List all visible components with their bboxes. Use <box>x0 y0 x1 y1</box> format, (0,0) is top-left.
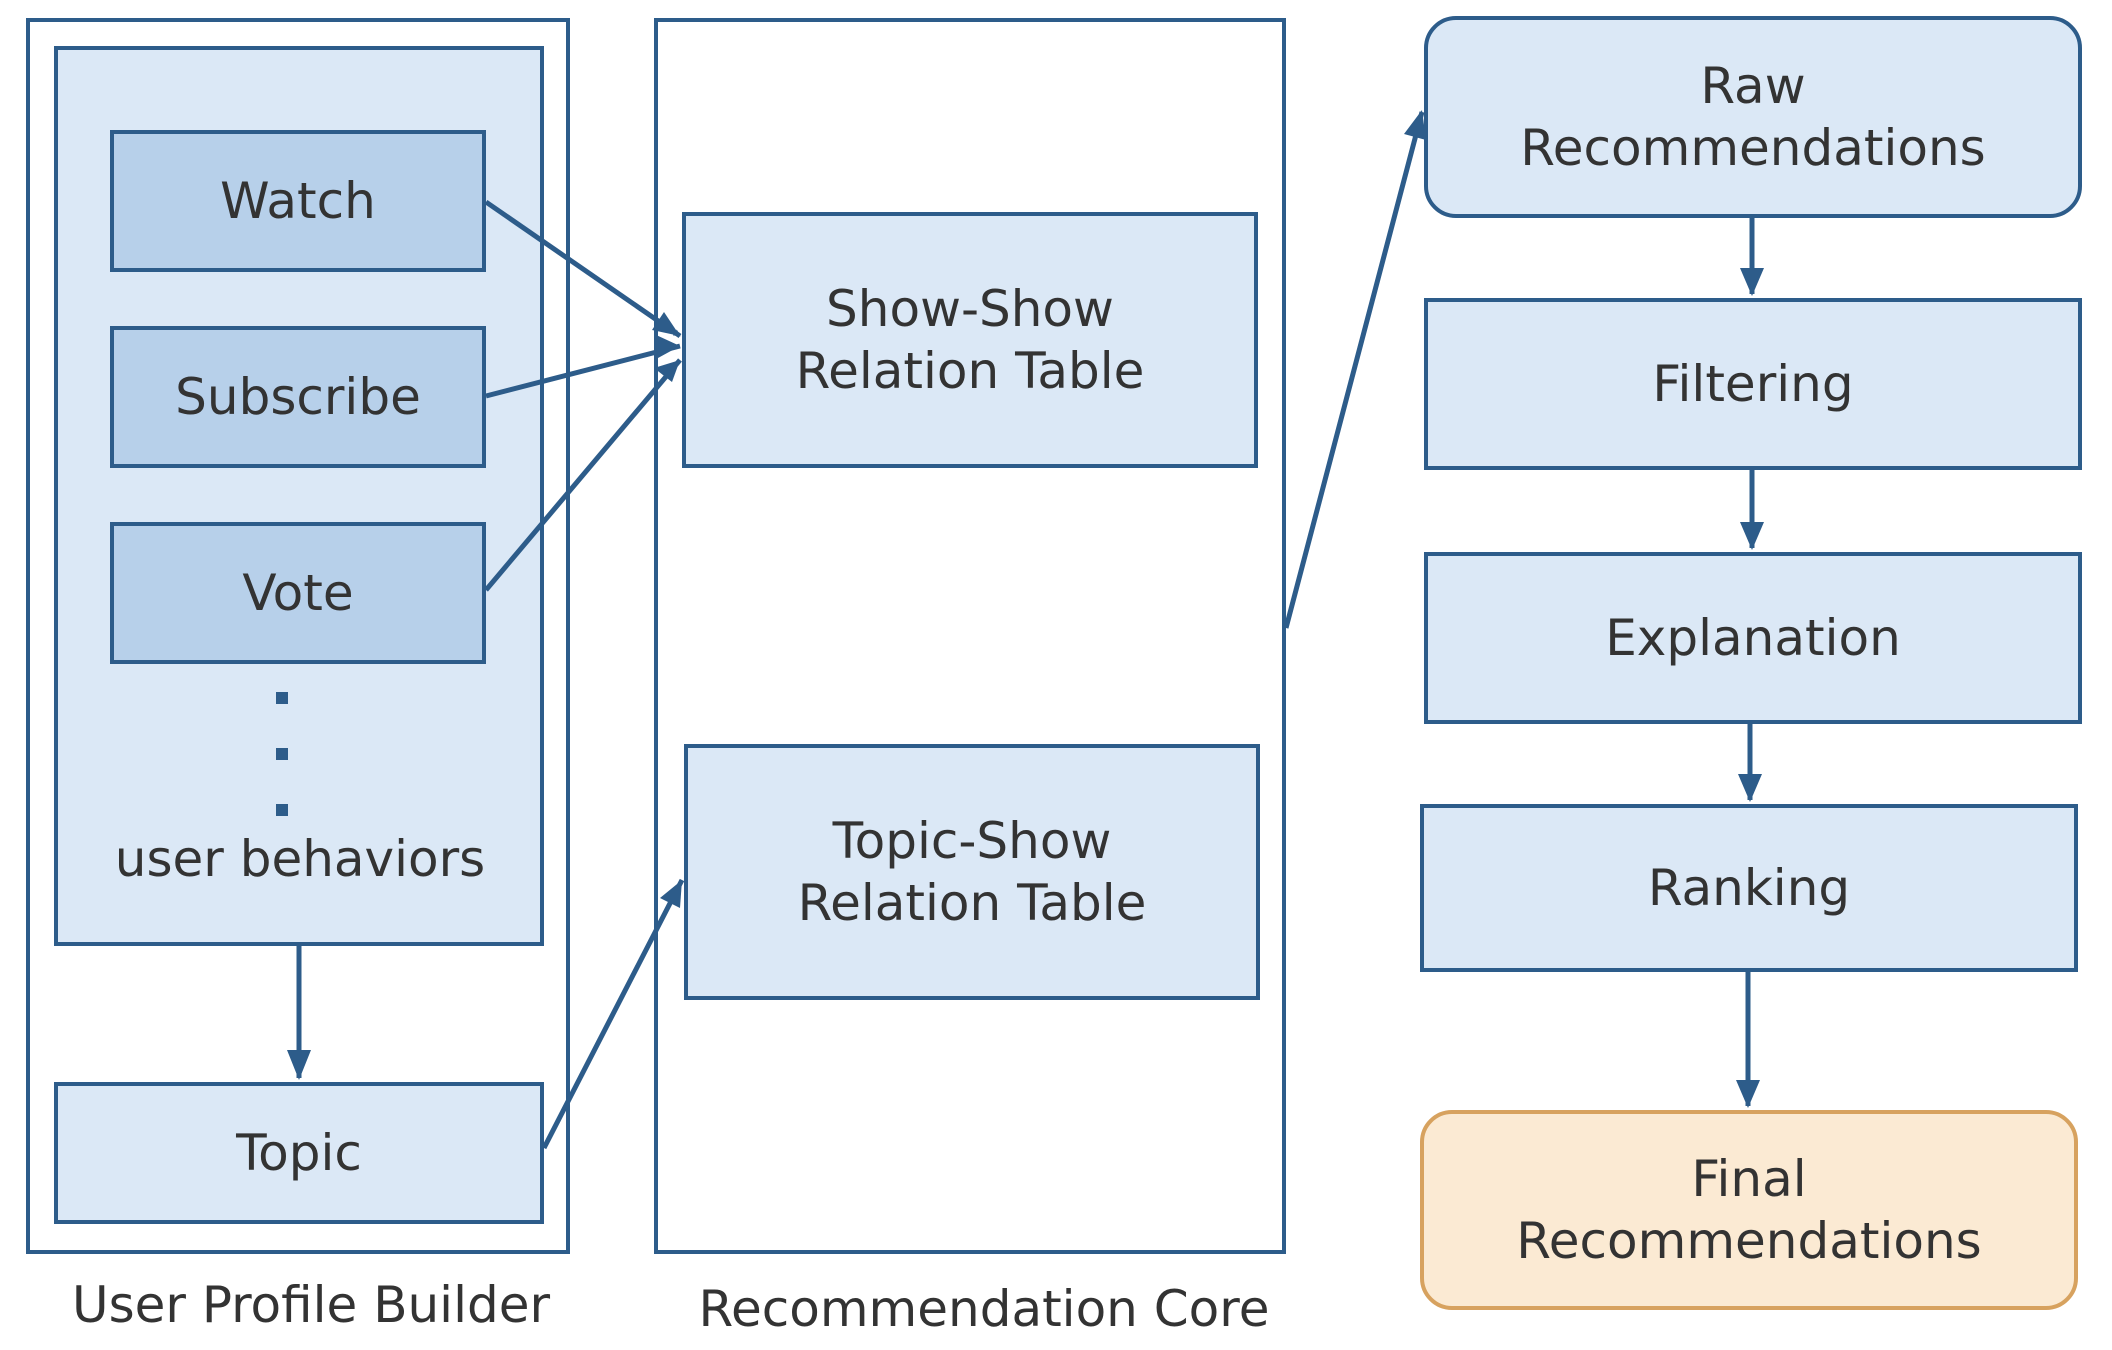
arrowhead <box>1740 268 1764 296</box>
user-profile-builder-caption: User Profile Builder <box>71 1276 551 1334</box>
arrowhead <box>1738 774 1762 802</box>
arrowhead <box>1736 1080 1760 1108</box>
arrow-watch-to-show-show <box>484 199 682 339</box>
ellipsis-dot <box>276 692 288 704</box>
explanation-box: Explanation <box>1424 552 2082 724</box>
subscribe-box: Subscribe <box>110 326 486 468</box>
watch-box: Watch <box>110 130 486 272</box>
arrowhead <box>654 334 680 358</box>
filtering-box: Filtering <box>1424 298 2082 470</box>
recommendation-core-caption: Recommendation Core <box>698 1280 1270 1338</box>
arrow-topic-to-topic-show <box>541 878 685 1150</box>
ellipsis-dot <box>276 748 288 760</box>
arrowhead <box>652 312 680 336</box>
raw-recommendations-box: Raw Recommendations <box>1424 16 2082 218</box>
arrowheads <box>287 110 1764 1108</box>
show-show-relation-table: Show-Show Relation Table <box>682 212 1258 468</box>
ranking-box: Ranking <box>1420 804 2078 972</box>
arrow-subscribe-to-show-show <box>485 343 681 399</box>
final-recommendations-box: Final Recommendations <box>1420 1110 2078 1310</box>
arrowhead <box>287 1050 311 1080</box>
arrowhead <box>654 360 680 382</box>
arrowhead <box>1740 522 1764 550</box>
topic-show-relation-table: Topic-Show Relation Table <box>684 744 1260 1000</box>
arrow-core-to-raw <box>1283 111 1425 629</box>
topic-box: Topic <box>54 1082 544 1224</box>
ellipsis-dot <box>276 804 288 816</box>
arrow-vote-to-show-show <box>484 358 682 592</box>
user-behaviors-label: user behaviors <box>114 830 486 888</box>
arrowhead <box>1404 110 1426 140</box>
arrowhead <box>660 880 682 908</box>
vote-box: Vote <box>110 522 486 664</box>
